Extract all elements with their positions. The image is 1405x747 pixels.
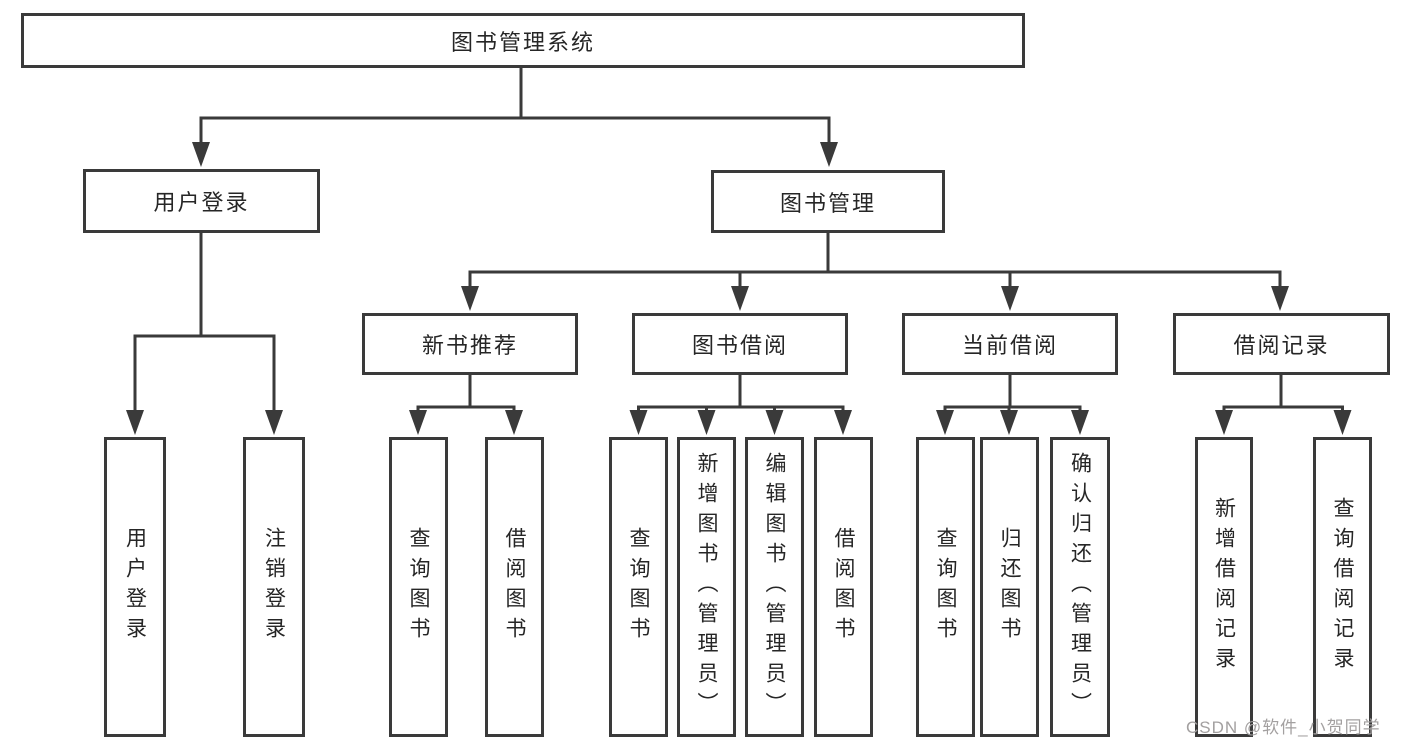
- leaf-confirm-return-admin: 确认归还（管理员）: [1050, 437, 1110, 737]
- node-label: 当前借阅: [961, 333, 1058, 358]
- leaf-query-books: 查询图书: [609, 437, 668, 737]
- watermark: CSDN @软件_小贺同学: [1186, 718, 1381, 737]
- node-user-login: 用户登录: [83, 169, 320, 233]
- node-book-borrowing: 图书借阅: [632, 313, 848, 375]
- leaf-return-books: 归还图书: [980, 437, 1039, 737]
- node-label: 图书借阅: [691, 333, 788, 358]
- node-borrowing-records: 借阅记录: [1173, 313, 1390, 375]
- leaf-add-books-admin: 新增图书（管理员）: [677, 437, 736, 737]
- leaf-query-borrow-record: 查询借阅记录: [1313, 437, 1372, 737]
- leaf-user-login: 用户登录: [104, 437, 166, 737]
- leaf-add-borrow-record: 新增借阅记录: [1195, 437, 1253, 737]
- node-label: 查询借阅记录: [1331, 497, 1354, 677]
- node-label: 新书推荐: [421, 333, 518, 358]
- node-label: 归还图书: [998, 527, 1021, 647]
- node-label: 编辑图书（管理员）: [763, 452, 786, 722]
- leaf-borrow-books: 借阅图书: [485, 437, 544, 737]
- node-label: 注销登录: [262, 527, 286, 647]
- leaf-query-books: 查询图书: [916, 437, 975, 737]
- node-label: 用户登录: [123, 527, 147, 647]
- leaf-query-books: 查询图书: [389, 437, 448, 737]
- node-label: 新增图书（管理员）: [695, 452, 718, 722]
- leaf-borrow-books: 借阅图书: [814, 437, 873, 737]
- leaf-logout: 注销登录: [243, 437, 305, 737]
- node-label: 查询图书: [627, 527, 650, 647]
- node-label: 新增借阅记录: [1212, 497, 1236, 677]
- node-label: 图书管理系统: [450, 29, 595, 55]
- node-book-management: 图书管理: [711, 170, 945, 233]
- node-label: 借阅图书: [832, 527, 855, 647]
- node-label: 借阅图书: [503, 527, 526, 647]
- node-label: 查询图书: [407, 527, 430, 647]
- leaf-edit-books-admin: 编辑图书（管理员）: [745, 437, 804, 737]
- node-system-root: 图书管理系统: [21, 13, 1025, 68]
- node-label: 查询图书: [934, 527, 957, 647]
- node-label: 借阅记录: [1233, 333, 1330, 358]
- node-label: 用户登录: [153, 190, 250, 215]
- node-label: 图书管理: [779, 190, 876, 216]
- node-label: 确认归还（管理员）: [1068, 452, 1092, 722]
- node-new-book-recommend: 新书推荐: [362, 313, 578, 375]
- node-current-borrowing: 当前借阅: [902, 313, 1118, 375]
